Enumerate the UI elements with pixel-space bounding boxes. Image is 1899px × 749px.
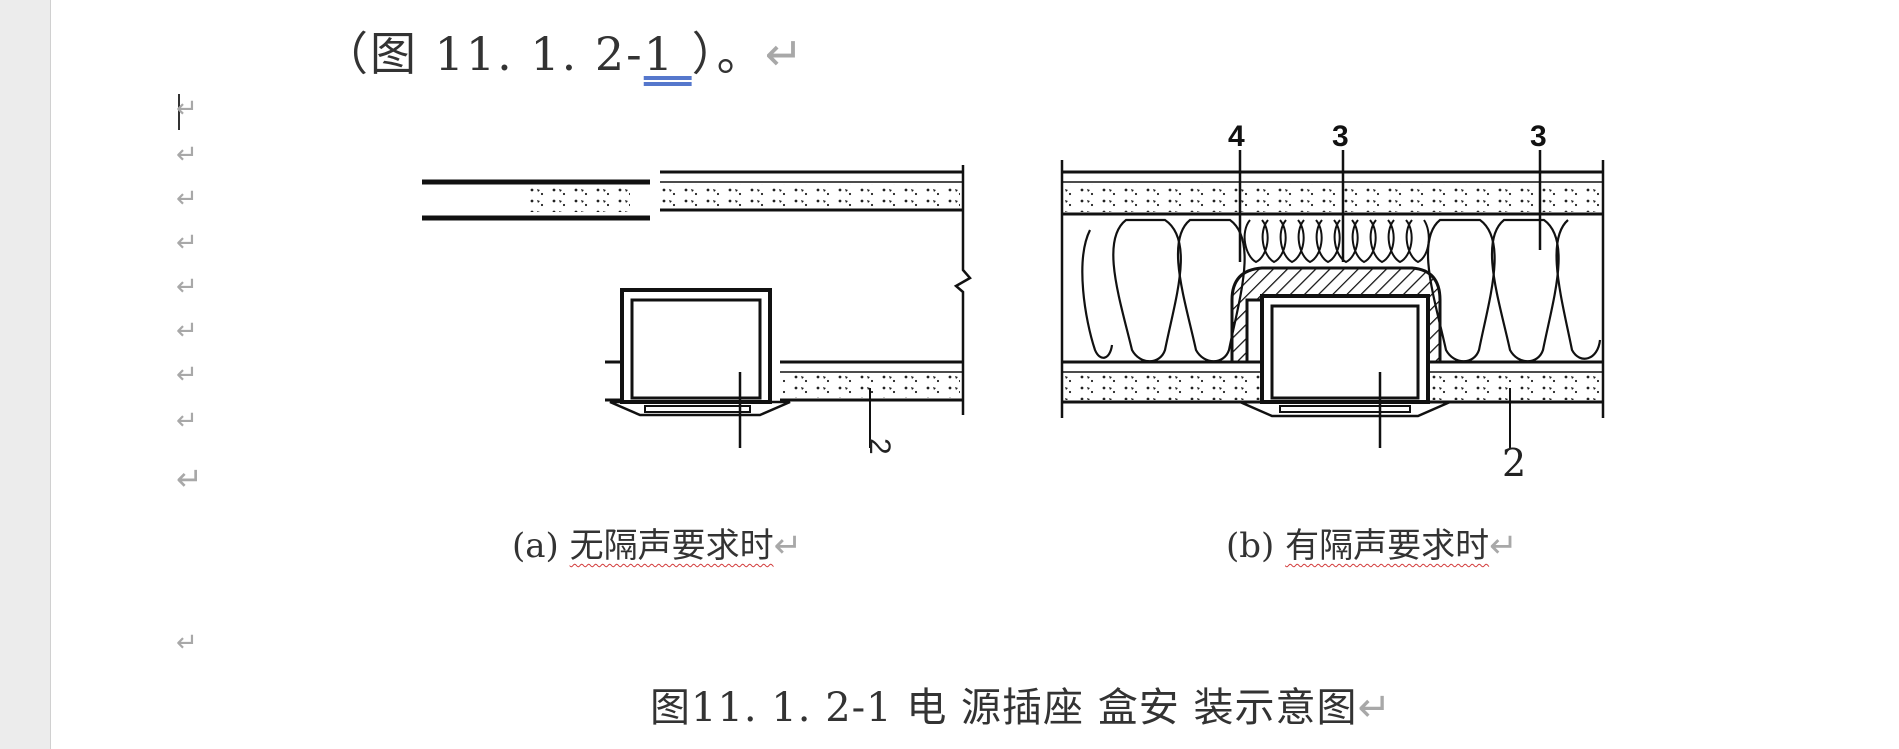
paragraph-mark: ↵ — [176, 272, 198, 302]
paragraph-mark: ↵ — [1357, 685, 1392, 731]
caption-a-text: 无隔声要求时 — [569, 526, 774, 566]
page-gutter — [0, 0, 50, 749]
caption-b-prefix: (b) — [1226, 526, 1286, 566]
paragraph-mark: ↵ — [773, 526, 803, 566]
callout-2-a: 2 — [863, 438, 896, 455]
paragraph-mark: ↵ — [176, 628, 198, 658]
diagram-b — [1060, 150, 1605, 448]
callout-2-b: 2 — [1502, 441, 1526, 485]
paragraph-mark: ↵ — [176, 316, 198, 346]
caption-a-prefix: (a) — [512, 526, 570, 566]
text-cursor — [178, 94, 180, 130]
paragraph-mark: ↵ — [176, 360, 198, 390]
paragraph-mark: ↵ — [176, 140, 198, 170]
paragraph-mark: ↵ — [176, 184, 198, 214]
callout-3-right: 3 — [1530, 120, 1547, 153]
paragraph-mark: ↵ — [764, 27, 806, 81]
figure-title-text: 图11. 1. 2-1 电 源插座 盒安 装示意图 — [650, 685, 1358, 731]
caption-b: (b) 有隔声要求时↵ — [1226, 518, 1518, 567]
caption-a: (a) 无隔声要求时↵ — [512, 518, 802, 567]
reference-suffix: ）。 — [691, 27, 765, 81]
paragraph-mark: ↵ — [176, 406, 198, 436]
paragraph-mark: ↵ — [1489, 526, 1518, 566]
figure-title: 图11. 1. 2-1 电 源插座 盒安 装示意图↵ — [650, 675, 1392, 733]
caption-b-text: 有隔声要求时 — [1285, 526, 1490, 566]
paragraph-mark: ↵ — [176, 228, 198, 258]
reference-prefix: （图 11. 1. 2- — [322, 27, 644, 81]
diagram-a — [422, 165, 972, 448]
paragraph-mark: ↵ — [176, 94, 198, 124]
figure-reference-line[interactable]: （图 11. 1. 2-1 ）。↵ — [322, 18, 805, 84]
callout-3-center: 3 — [1332, 120, 1349, 153]
callout-4: 4 — [1228, 120, 1245, 153]
reference-link[interactable]: 1 — [643, 27, 692, 81]
paragraph-mark: ↵ — [176, 460, 203, 498]
